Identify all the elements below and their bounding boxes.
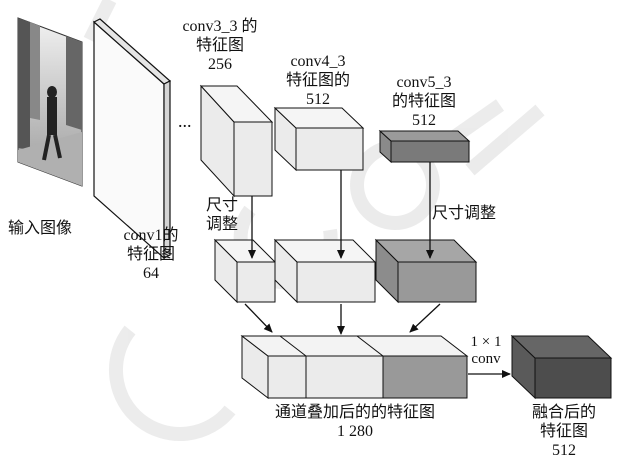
fused-label-line1: 融合后的 [524, 403, 604, 422]
input-image-label: 输入图像 [8, 219, 72, 238]
conv4-3-cube [275, 108, 363, 170]
conv4-3-label-name: conv4_3 [268, 52, 368, 71]
resized-cube-2 [275, 240, 375, 302]
conv1x1-label-line2: conv [464, 351, 508, 368]
conv1x1-label-line1: 1 × 1 [464, 334, 508, 351]
fused-label: 融合后的 特征图 512 [524, 403, 604, 460]
conv1-feature-map [94, 19, 170, 258]
concat-label-channels: 1 280 [255, 422, 455, 441]
arrow-resize3-concat [410, 304, 440, 332]
conv5-3-cube [380, 131, 469, 162]
conv3-3-label-line2: 特征图 [165, 36, 275, 55]
conv4-3-label-line2: 特征图的 [268, 71, 368, 90]
concat-label: 通道叠加后的的特征图 1 280 [255, 403, 455, 441]
resized-cube-1 [215, 240, 275, 302]
resize-label-right: 尺寸调整 [432, 204, 496, 223]
resize-label-left-line2: 调整 [202, 215, 242, 234]
conv5-3-label-channels: 512 [378, 111, 470, 130]
resize-label-left: 尺寸 调整 [202, 196, 242, 234]
conv3-3-label: conv3_3 的 特征图 256 [165, 17, 275, 74]
conv1-label-line2: 特征图 [106, 245, 196, 264]
conv1-ellipsis: ... [178, 112, 192, 131]
conv5-3-label-name: conv5_3 [378, 73, 470, 92]
concat-label-text: 通道叠加后的的特征图 [255, 403, 455, 422]
fused-label-line2: 特征图 [524, 422, 604, 441]
resize-label-left-line1: 尺寸 [202, 196, 242, 215]
fused-block [512, 336, 611, 398]
conv5-3-label: conv5_3 的特征图 512 [378, 73, 470, 130]
conv5-3-label-line2: 的特征图 [378, 92, 470, 111]
fused-label-channels: 512 [524, 441, 604, 460]
conv3-3-label-channels: 256 [165, 55, 275, 74]
conv1-label: conv1的 特征图 64 [106, 226, 196, 283]
arrow-resize1-concat [245, 304, 272, 332]
conv4-3-label-channels: 512 [268, 90, 368, 109]
conv1-label-name: conv1的 [106, 226, 196, 245]
conv1-label-channels: 64 [106, 264, 196, 283]
input-image [18, 18, 82, 186]
conv4-3-label: conv4_3 特征图的 512 [268, 52, 368, 109]
conv3-3-cube [201, 86, 272, 196]
conv3-3-label-name: conv3_3 的 [165, 17, 275, 36]
conv1x1-label: 1 × 1 conv [464, 334, 508, 368]
concat-block [242, 336, 467, 398]
resized-cube-3 [376, 240, 476, 302]
